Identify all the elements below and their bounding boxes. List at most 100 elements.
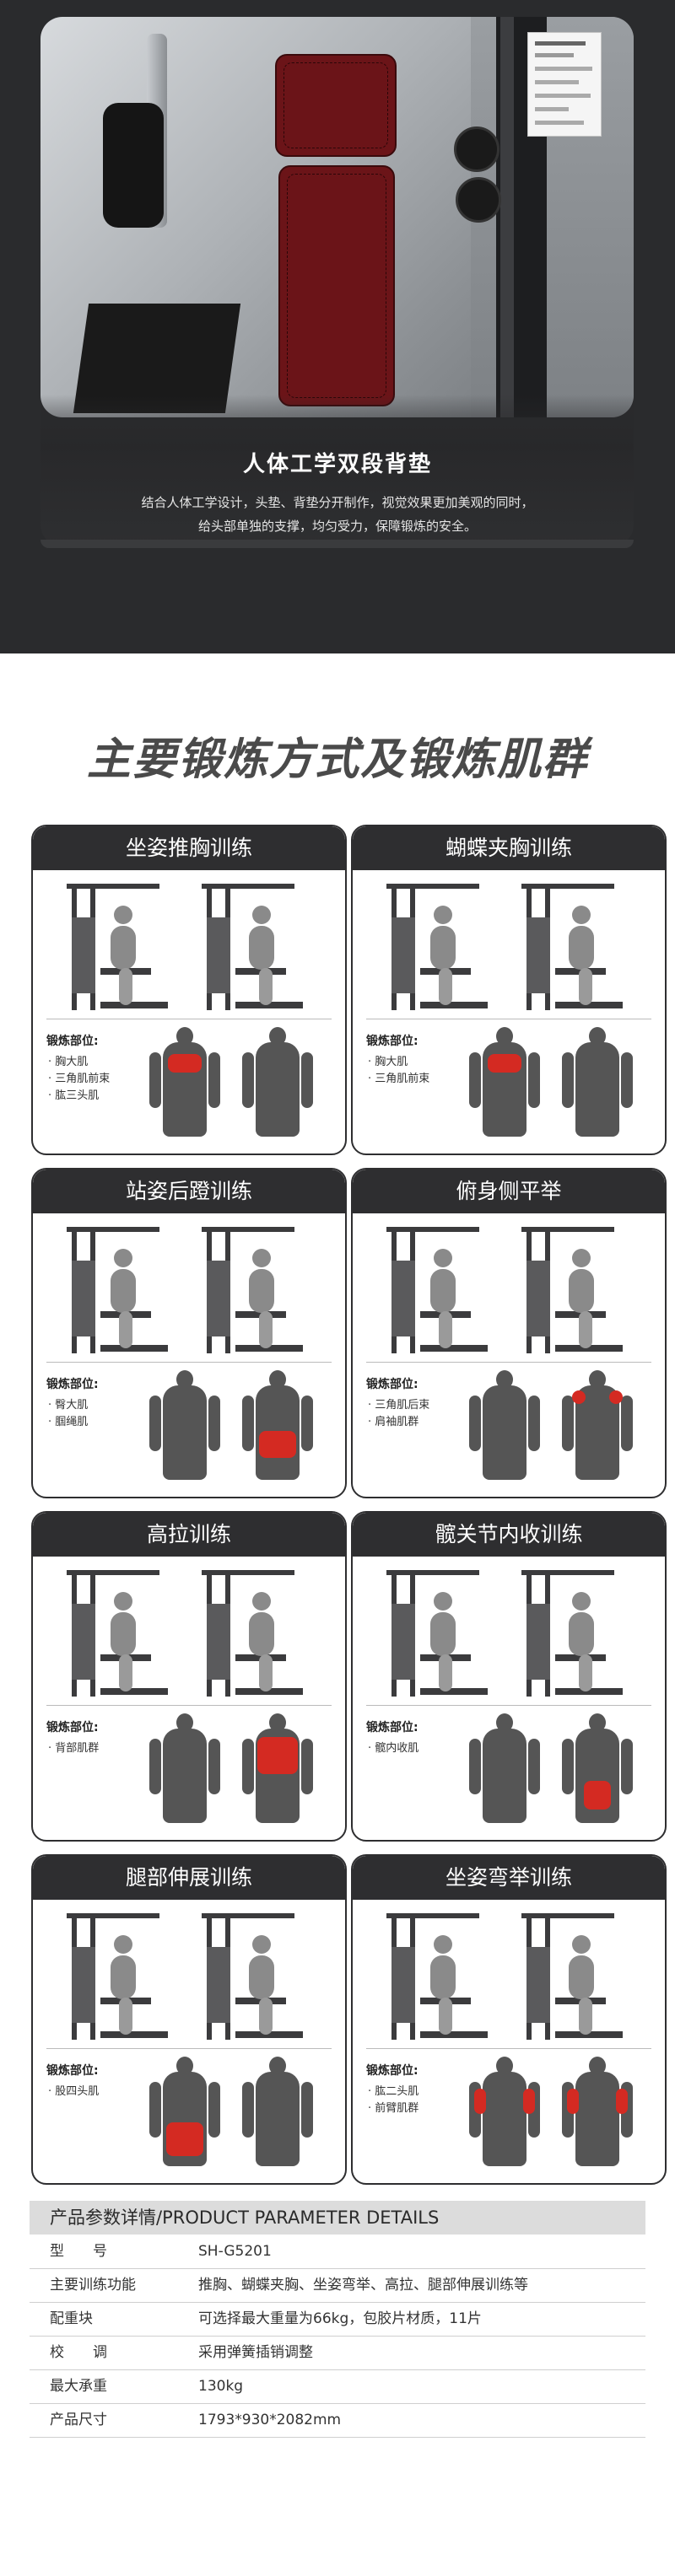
- spec-row: 主要训练功能 推胸、蝴蝶夹胸、坐姿弯举、高拉、腿部伸展训练等: [30, 2268, 645, 2303]
- exercise-title: 腿部伸展训练: [125, 1865, 252, 1890]
- exercise-card-header: 坐姿弯举训练: [353, 1856, 665, 1900]
- muscle-diagram: [562, 1027, 633, 1137]
- exercise-illustration: [67, 1913, 176, 2040]
- exercise-card-header: 腿部伸展训练: [33, 1856, 345, 1900]
- hero-bottom-bar: [40, 540, 634, 548]
- muscle-item: · 前臂肌群: [368, 2102, 419, 2115]
- exercise-card-header: 髋关节内收训练: [353, 1513, 665, 1557]
- card-divider: [366, 1705, 651, 1706]
- spec-key: 配重块: [50, 2310, 93, 2327]
- spec-key: 最大承重: [50, 2378, 107, 2395]
- exercise-illustration: [202, 1913, 311, 2040]
- muscle-item: · 臀大肌: [48, 1399, 89, 1412]
- muscle-item: · 肱三头肌: [48, 1089, 100, 1102]
- muscle-highlight: [488, 1054, 521, 1073]
- section-title: 主要锻炼方式及锻炼肌群: [86, 734, 588, 785]
- spec-header: 产品参数详情/PRODUCT PARAMETER DETAILS: [30, 2201, 645, 2235]
- spec-value: 1793*930*2082mm: [198, 2412, 342, 2428]
- spec-key: 型 号: [50, 2243, 107, 2260]
- muscle-diagram: [149, 1370, 220, 1480]
- card-divider: [366, 2048, 651, 2049]
- muscle-label: 锻炼部位:: [366, 1721, 418, 1734]
- card-divider: [46, 1705, 332, 1706]
- card-divider: [46, 2048, 332, 2049]
- muscle-item: · 背部肌群: [48, 1742, 100, 1755]
- muscle-diagram: [242, 1713, 313, 1823]
- muscle-item: · 胸大肌: [48, 1056, 89, 1068]
- spec-key: 主要训练功能: [50, 2277, 136, 2294]
- muscle-item: · 三角肌前束: [48, 1073, 111, 1085]
- muscle-diagram: [562, 2057, 633, 2166]
- hero-caption-overlay: [40, 395, 634, 546]
- muscle-highlight: [168, 1054, 202, 1073]
- muscle-diagram: [242, 1027, 313, 1137]
- hero-description-line-2: 给头部单独的支撑，均匀受力，保障锻炼的安全。: [197, 519, 477, 534]
- exercise-illustration: [521, 1913, 631, 2040]
- head-pad: [275, 54, 397, 157]
- muscle-highlight: [616, 2089, 628, 2114]
- muscle-highlight: [523, 2089, 535, 2114]
- spec-value: 采用弹簧插销调整: [198, 2344, 313, 2361]
- muscle-label: 锻炼部位:: [366, 1035, 418, 1048]
- exercise-illustration: [386, 1570, 496, 1697]
- muscle-label: 锻炼部位:: [46, 1721, 99, 1734]
- exercise-card: 坐姿推胸训练锻炼部位: · 胸大肌 · 三角肌前束 · 肱三头肌: [31, 825, 347, 1155]
- spec-value: 可选择最大重量为66kg，包胶片材质，11片: [198, 2310, 482, 2327]
- spec-value: 推胸、蝴蝶夹胸、坐姿弯举、高拉、腿部伸展训练等: [198, 2277, 528, 2294]
- muscle-item: · 腘绳肌: [48, 1416, 89, 1428]
- exercise-card: 站姿后蹬训练锻炼部位: · 臀大肌 · 腘绳肌: [31, 1168, 347, 1498]
- exercise-illustration: [386, 884, 496, 1010]
- card-divider: [366, 1362, 651, 1363]
- muscle-highlight: [166, 2122, 203, 2156]
- leg-bolster: [103, 103, 164, 228]
- exercise-card-header: 坐姿推胸训练: [33, 826, 345, 870]
- muscle-label: 锻炼部位:: [366, 2064, 418, 2078]
- muscle-item: · 髋内收肌: [368, 1742, 419, 1755]
- exercise-card: 高拉训练锻炼部位: · 背部肌群: [31, 1511, 347, 1842]
- muscle-diagram: [469, 1370, 540, 1480]
- card-divider: [46, 1362, 332, 1363]
- muscle-highlight: [609, 1390, 623, 1404]
- muscle-item: · 三角肌后束: [368, 1399, 430, 1412]
- muscle-diagram: [562, 1370, 633, 1480]
- exercise-card: 坐姿弯举训练锻炼部位: · 肱二头肌 · 前臂肌群: [351, 1854, 667, 2185]
- muscle-item: · 肱二头肌: [368, 2085, 419, 2098]
- muscle-label: 锻炼部位:: [46, 1035, 99, 1048]
- exercise-card: 髋关节内收训练锻炼部位: · 髋内收肌: [351, 1511, 667, 1842]
- muscle-label: 锻炼部位:: [46, 1378, 99, 1391]
- spec-header-text: 产品参数详情/PRODUCT PARAMETER DETAILS: [50, 2208, 440, 2228]
- exercise-title: 站姿后蹬训练: [125, 1179, 252, 1203]
- spec-row: 型 号 SH-G5201: [30, 2235, 645, 2269]
- hero-banner: 人体工学双段背垫 结合人体工学设计，头垫、背垫分开制作，视觉效果更加美观的同时，…: [0, 0, 675, 653]
- exercise-illustration: [67, 1227, 176, 1353]
- exercise-title: 蝴蝶夹胸训练: [445, 836, 572, 860]
- muscle-highlight: [259, 1431, 296, 1458]
- muscle-diagram: [469, 2057, 540, 2166]
- exercise-illustration: [202, 1570, 311, 1697]
- muscle-highlight: [567, 2089, 579, 2114]
- exercise-illustration: [521, 1570, 631, 1697]
- muscle-item: · 胸大肌: [368, 1056, 408, 1068]
- muscle-diagram: [149, 1713, 220, 1823]
- exercise-title: 高拉训练: [146, 1522, 231, 1546]
- muscle-diagram: [469, 1713, 540, 1823]
- exercise-illustration: [521, 1227, 631, 1353]
- exercise-illustration: [386, 1913, 496, 2040]
- exercise-card-header: 高拉训练: [33, 1513, 345, 1557]
- exercise-illustration: [67, 1570, 176, 1697]
- exercise-illustration: [67, 884, 176, 1010]
- hero-description-line-1: 结合人体工学设计，头垫、背垫分开制作，视觉效果更加美观的同时，: [141, 495, 534, 510]
- muscle-diagram: [562, 1713, 633, 1823]
- instruction-sticker: [527, 32, 602, 137]
- back-pad: [278, 165, 395, 406]
- spec-value: SH-G5201: [198, 2243, 272, 2260]
- muscle-label: 锻炼部位:: [366, 1378, 418, 1391]
- muscle-highlight: [584, 1781, 611, 1810]
- exercise-title: 俯身侧平举: [456, 1179, 562, 1203]
- muscle-item: · 肩袖肌群: [368, 1416, 419, 1428]
- pulley-assembly: [454, 126, 501, 253]
- hero-title: 人体工学双段背垫: [242, 452, 432, 477]
- exercise-illustration: [202, 884, 311, 1010]
